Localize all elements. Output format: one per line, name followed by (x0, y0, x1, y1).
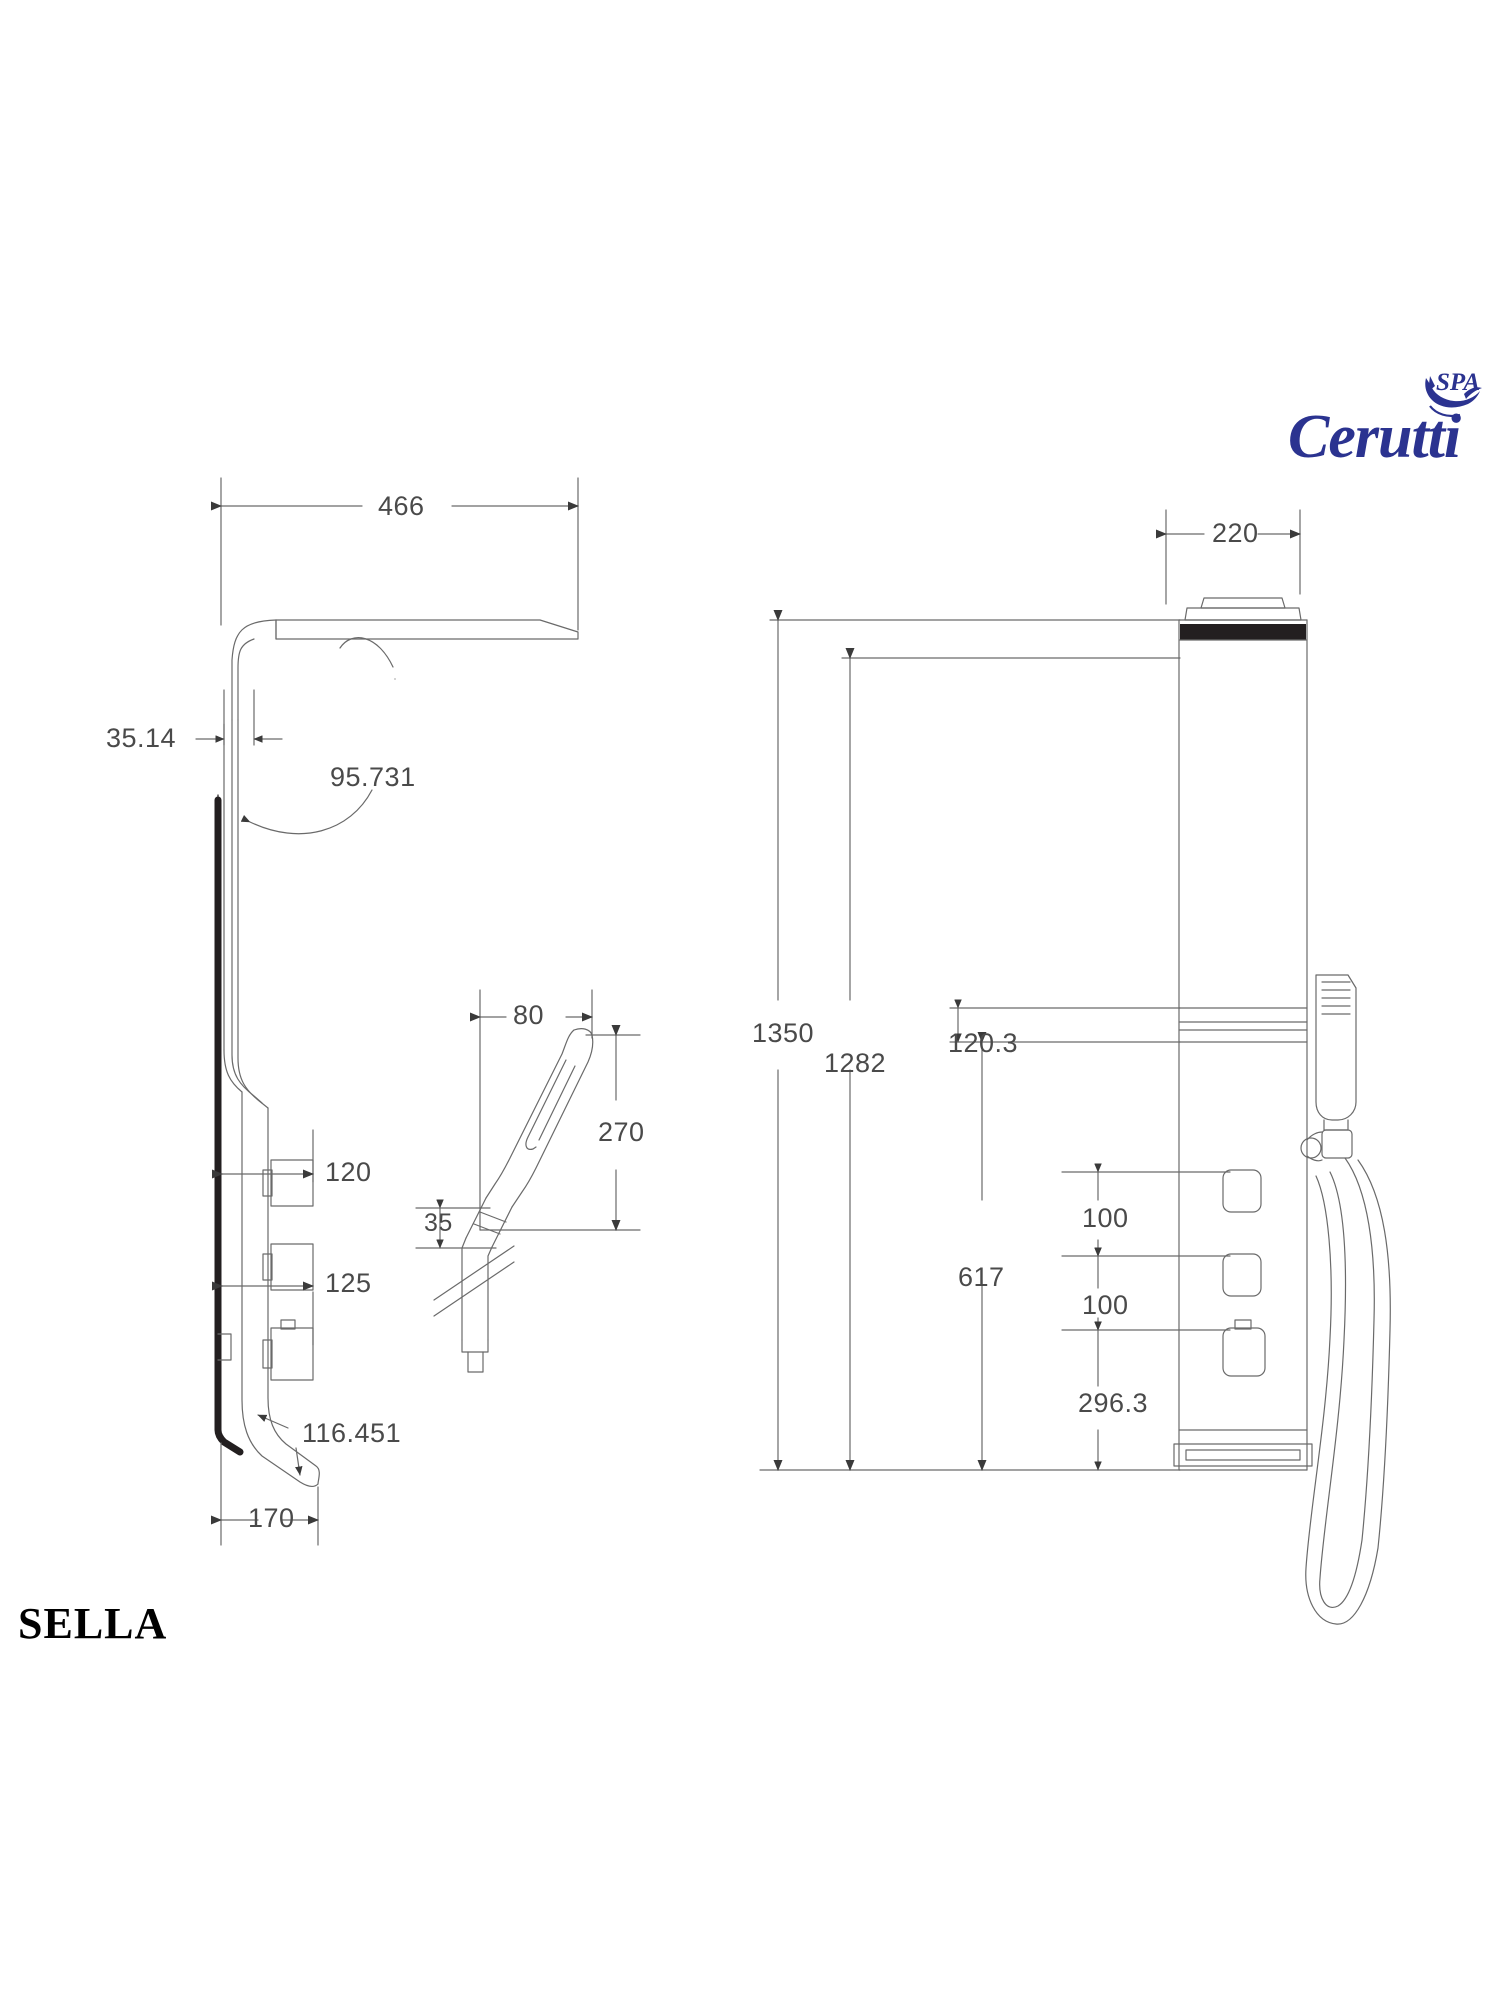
dimension-label-125: 125 (325, 1268, 372, 1298)
side-view-geometry (214, 619, 579, 1488)
side-jet-1 (262, 1159, 314, 1207)
front-view-dimensions (759, 509, 1301, 1471)
dimension-label-170: 170 (248, 1503, 295, 1533)
brand-name: Cerutti (1288, 403, 1461, 471)
side-jet-2 (262, 1243, 314, 1291)
dolphin-icon (1425, 376, 1482, 418)
dimension-label-466: 466 (378, 491, 425, 521)
dimension-label-100-lower: 100 (1082, 1290, 1129, 1320)
front-jet-1 (1222, 1169, 1262, 1213)
dimension-label-296-3: 296.3 (1078, 1388, 1149, 1418)
brand-logo: SPA Cerutti (1278, 366, 1493, 478)
dimension-label-100-upper: 100 (1082, 1203, 1129, 1233)
dimension-label-35-14: 35.14 (106, 723, 177, 753)
dimension-label-1350: 1350 (752, 1018, 815, 1048)
front-control-3 (1222, 1319, 1266, 1377)
dimension-label-35: 35 (424, 1209, 453, 1237)
hand-shower-dimensions (415, 989, 641, 1249)
dimension-label-120: 120 (325, 1157, 372, 1187)
side-view-dimensions (195, 477, 579, 1546)
dimension-label-617: 617 (958, 1262, 1005, 1292)
dimension-label-116-451: 116.451 (302, 1418, 402, 1448)
dimension-label-270: 270 (598, 1117, 645, 1147)
dimension-label-80: 80 (513, 1000, 545, 1030)
product-title: SELLA (18, 1599, 168, 1648)
front-hand-shower (1300, 974, 1391, 1625)
brand-suffix: SPA (1436, 369, 1480, 396)
dimension-label-1282: 1282 (824, 1048, 887, 1078)
front-jet-2 (1222, 1253, 1262, 1297)
side-jet-3 (262, 1319, 314, 1381)
dimension-label-120-3: 120.3 (948, 1028, 1019, 1058)
hand-shower-detail-geometry (433, 1028, 594, 1373)
dimension-label-220: 220 (1212, 518, 1259, 548)
front-view-geometry (1173, 597, 1391, 1625)
dimension-label-95-731: 95.731 (330, 762, 416, 792)
